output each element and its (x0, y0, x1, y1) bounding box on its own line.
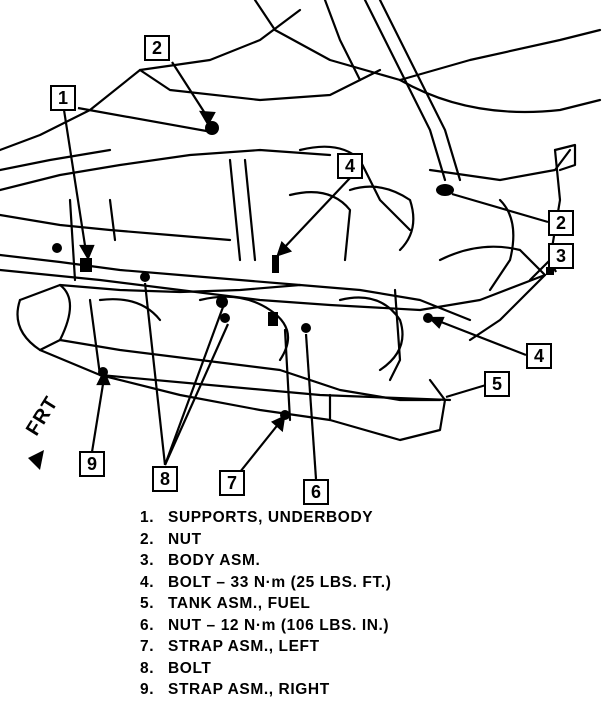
callout-1: 1 (50, 85, 76, 111)
callout-9: 9 (79, 451, 105, 477)
legend-item: 6.NUT – 12 N·m (106 LBS. IN.) (140, 616, 390, 634)
callout-2-right: 2 (548, 210, 574, 236)
legend-item: 4.BOLT – 33 N·m (25 LBS. FT.) (140, 573, 392, 591)
frt-arrow-icon (28, 450, 44, 470)
callout-7: 7 (219, 470, 245, 496)
legend-item: 7.STRAP ASM., LEFT (140, 638, 320, 655)
callout-3: 3 (548, 243, 574, 269)
callout-4-lower: 4 (526, 343, 552, 369)
callout-2-upper: 2 (144, 35, 170, 61)
legend-item: 9.STRAP ASM., RIGHT (140, 681, 330, 698)
callout-5: 5 (484, 371, 510, 397)
legend-item: 1.SUPPORTS, UNDERBODY (140, 509, 374, 526)
legend-item: 5.TANK ASM., FUEL (140, 595, 311, 612)
legend-item: 2.NUT (140, 530, 202, 548)
diagram-drawing (0, 0, 602, 480)
parts-legend: 1.SUPPORTS, UNDERBODY 2.NUT 3.BODY ASM. … (140, 507, 391, 701)
legend-item: 3.BODY ASM. (140, 552, 261, 569)
fuel-tank-diagram: 2 1 4 2 3 4 5 9 8 7 6 FRT (0, 0, 602, 505)
callout-4-upper: 4 (337, 153, 363, 179)
legend-item: 8.BOLT (140, 659, 212, 677)
callout-8: 8 (152, 466, 178, 492)
callout-6: 6 (303, 479, 329, 505)
